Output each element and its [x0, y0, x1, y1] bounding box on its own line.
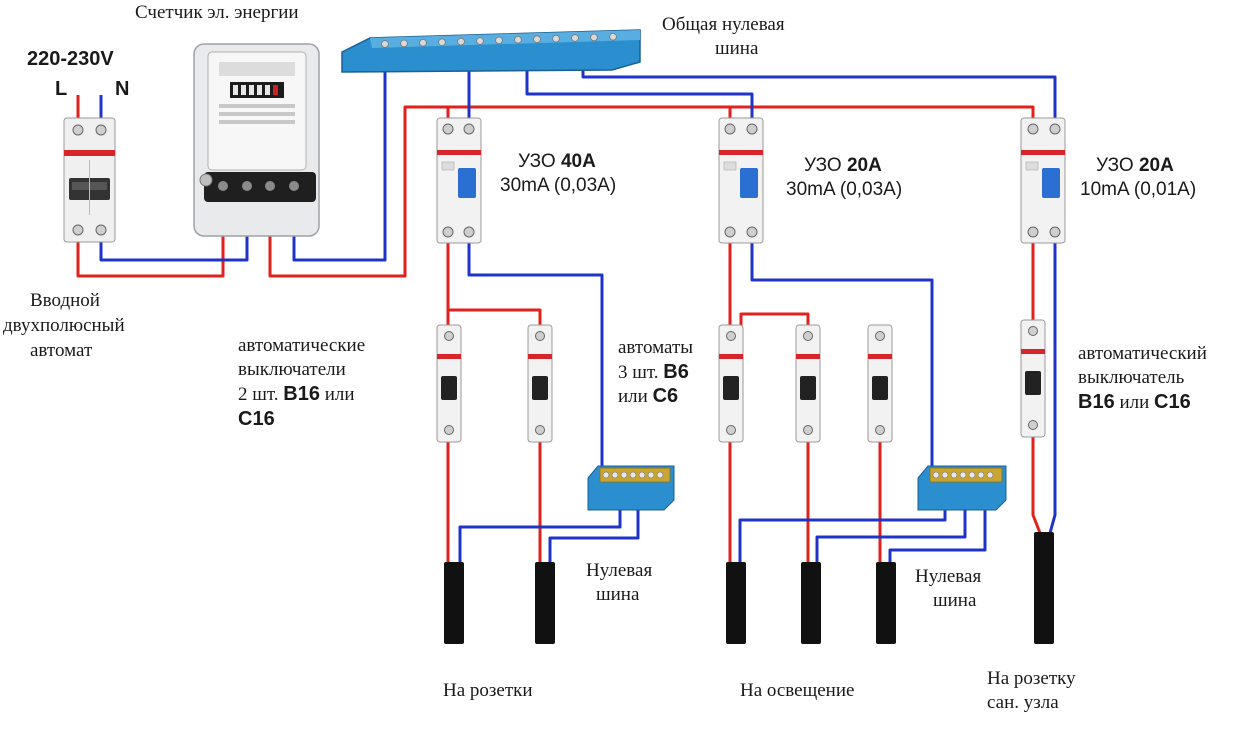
cb-group1-b: B16: [283, 383, 320, 405]
cable-1: [444, 562, 464, 644]
nbus2-label-line1: Нулевая: [915, 566, 982, 587]
main-neutral-bus: [341, 29, 641, 73]
wire-nbus1-n2: [548, 487, 640, 565]
cb-group1-count: 2 шт.: [238, 384, 284, 405]
cb-group2-c: C6: [652, 385, 679, 407]
main-bus-label-line1: Общая нулевая: [662, 14, 785, 35]
uzo1-prefix: УЗО: [518, 151, 561, 172]
wire-neutral-uzo3: [581, 52, 1057, 125]
uzo-2: [718, 117, 764, 244]
cb-group3-or: или: [1114, 392, 1155, 413]
breaker-3: [718, 324, 744, 443]
cb-group1-line3: 2 шт. B16 или: [238, 383, 355, 406]
output3-label-line2: сан. узла: [987, 692, 1059, 713]
uzo-1: [436, 117, 482, 244]
cable-2: [535, 562, 555, 644]
wire-meter-phase-out: [268, 105, 1035, 278]
output2-label: На освещение: [740, 680, 855, 701]
wire-uzo1-neutral-out: [467, 240, 604, 472]
wire-cb6-out: [1031, 435, 1042, 534]
cb-group2-b: B6: [663, 361, 689, 383]
cb-group1-line1: автоматические: [238, 335, 366, 356]
cable-6: [1034, 532, 1054, 644]
wire-uzo3-neutral-out: [1048, 240, 1057, 534]
cb-group3-b: B16: [1078, 391, 1115, 413]
uzo2-label: УЗО 20А: [804, 154, 882, 178]
uzo2-rating: 20А: [846, 155, 882, 176]
uzo1-rating: 40А: [560, 151, 596, 172]
voltage-label: 220-230V: [27, 48, 114, 70]
breaker-4: [795, 324, 821, 443]
cb-group1-line2: выключатели: [238, 359, 346, 380]
uzo-3: [1020, 117, 1066, 244]
cb-group3-line2: выключатель: [1078, 367, 1185, 388]
uzo1-label: УЗО 40А: [518, 150, 596, 174]
breaker-5: [867, 324, 893, 443]
cb-group2-or: или: [618, 386, 653, 407]
breaker-2: [527, 324, 553, 443]
output-cables: [444, 532, 1054, 644]
uzo1-leak: 30mA (0,03A): [500, 175, 617, 196]
wire-neutral-uzo2: [525, 52, 754, 125]
breaker-1: [436, 324, 462, 443]
wire-nbus2-n3: [888, 487, 987, 565]
wire-nbus2-n2: [815, 487, 967, 565]
wire-nbus2-n1: [738, 487, 947, 565]
cable-5: [876, 562, 896, 644]
intro-label-line1: Вводной: [30, 290, 100, 311]
breaker-6: [1020, 319, 1046, 438]
cable-4: [801, 562, 821, 644]
phase-letter: L: [55, 78, 68, 100]
wire-uzo2-neutral-out: [750, 240, 934, 472]
cb-group2-line1: автоматы: [618, 337, 694, 358]
uzo3-rating: 20А: [1138, 155, 1174, 176]
main-bus-label-line2: шина: [715, 38, 759, 59]
intro-label-line3: автомат: [30, 340, 93, 361]
nbus1-label-line2: шина: [596, 584, 640, 605]
wire-cbg2-bridge: [739, 312, 810, 330]
uzo3-prefix: УЗО: [1096, 155, 1139, 176]
neutral-bus-1: [587, 465, 675, 511]
output3-label-line1: На розетку: [987, 668, 1076, 689]
uzo3-leak: 10mA (0,01A): [1080, 179, 1197, 200]
energy-meter: [193, 43, 320, 237]
cb-group1-c: C16: [238, 408, 275, 430]
uzo2-prefix: УЗО: [804, 155, 847, 176]
nbus1-label-line1: Нулевая: [586, 560, 653, 581]
cb-group2-count: 3 шт.: [618, 362, 664, 383]
nbus2-label-line2: шина: [933, 590, 977, 611]
neutral-letter: N: [115, 78, 130, 100]
cb-group3-line1: автоматический: [1078, 343, 1207, 364]
output1-label: На розетки: [443, 680, 533, 701]
uzo2-leak: 30mA (0,03A): [786, 179, 903, 200]
meter-label: Счетчик эл. энергии: [135, 2, 299, 23]
cb-group2-line3: или C6: [618, 385, 678, 408]
wire-uzo1-phase-out: [446, 240, 542, 330]
cable-3: [726, 562, 746, 644]
cb-group3-c: C16: [1154, 391, 1191, 413]
cb-group2-line2: 3 шт. B6: [618, 361, 689, 384]
uzo3-label: УЗО 20А: [1096, 154, 1174, 178]
intro-label-line2: двухполюсный: [3, 315, 125, 336]
cb-group1-or: или: [319, 384, 355, 405]
intro-breaker: [63, 117, 116, 243]
wire-intro-to-meter-phase: [76, 198, 225, 278]
neutral-bus-2: [917, 465, 1007, 511]
cb-group3-line3: B16 или C16: [1078, 391, 1191, 414]
